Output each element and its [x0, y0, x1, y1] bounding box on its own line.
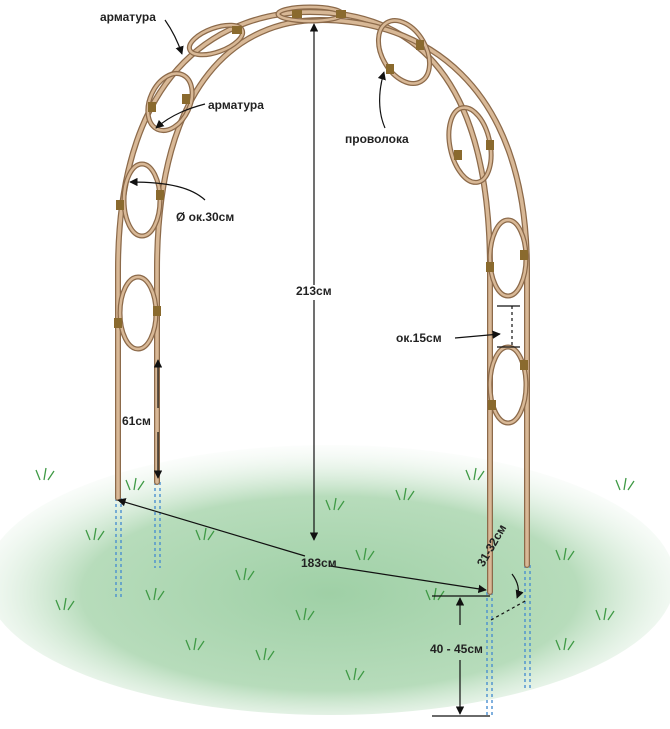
label-bury-depth: 40 - 45см: [430, 642, 483, 656]
label-height: 213см: [296, 284, 332, 298]
label-ring-diameter: Ø ок.30см: [176, 210, 235, 224]
label-span-width: 183см: [301, 556, 337, 570]
label-wire: проволока: [345, 132, 409, 146]
grass-ground: [0, 445, 670, 715]
grass-tufts: [35, 467, 635, 681]
label-rebar-top: арматура: [100, 10, 156, 24]
wire-bindings: [114, 10, 528, 410]
label-rebar-side: арматура: [208, 98, 264, 112]
buried-stakes: [115, 482, 531, 716]
label-leg-height: 61см: [122, 414, 151, 428]
dimension-lines: [117, 19, 528, 717]
label-ring-gap: ок.15см: [396, 331, 442, 345]
